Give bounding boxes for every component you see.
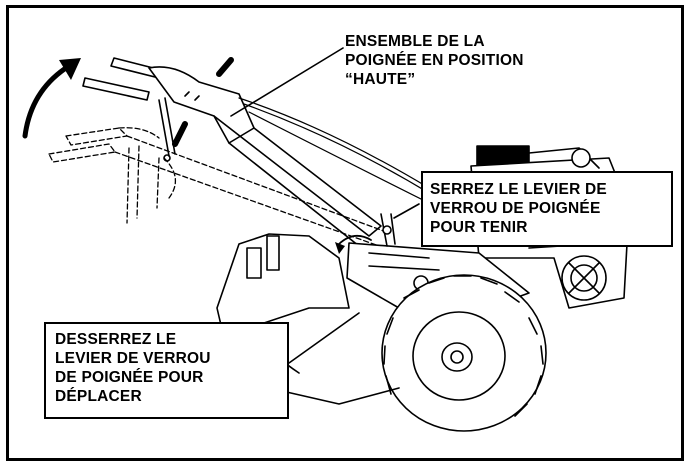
label-tighten-lever: SERREZ LE LEVIER DE VERROU DE POIGNÉE PO… — [421, 171, 673, 247]
wheel — [381, 274, 547, 432]
control-cables — [238, 97, 440, 209]
label-handle-up-position: ENSEMBLE DE LA POIGNÉE EN POSITION “HAUT… — [345, 33, 524, 88]
diagram-frame: ENSEMBLE DE LA POIGNÉE EN POSITION “HAUT… — [6, 5, 684, 461]
handle-upper-position — [82, 57, 382, 247]
label-loosen-lever: DESSERREZ LE LEVIER DE VERROU DE POIGNÉE… — [44, 322, 289, 419]
handle-lower-position — [48, 127, 390, 247]
leader-lines — [230, 47, 420, 364]
rotation-arrow — [22, 58, 81, 139]
